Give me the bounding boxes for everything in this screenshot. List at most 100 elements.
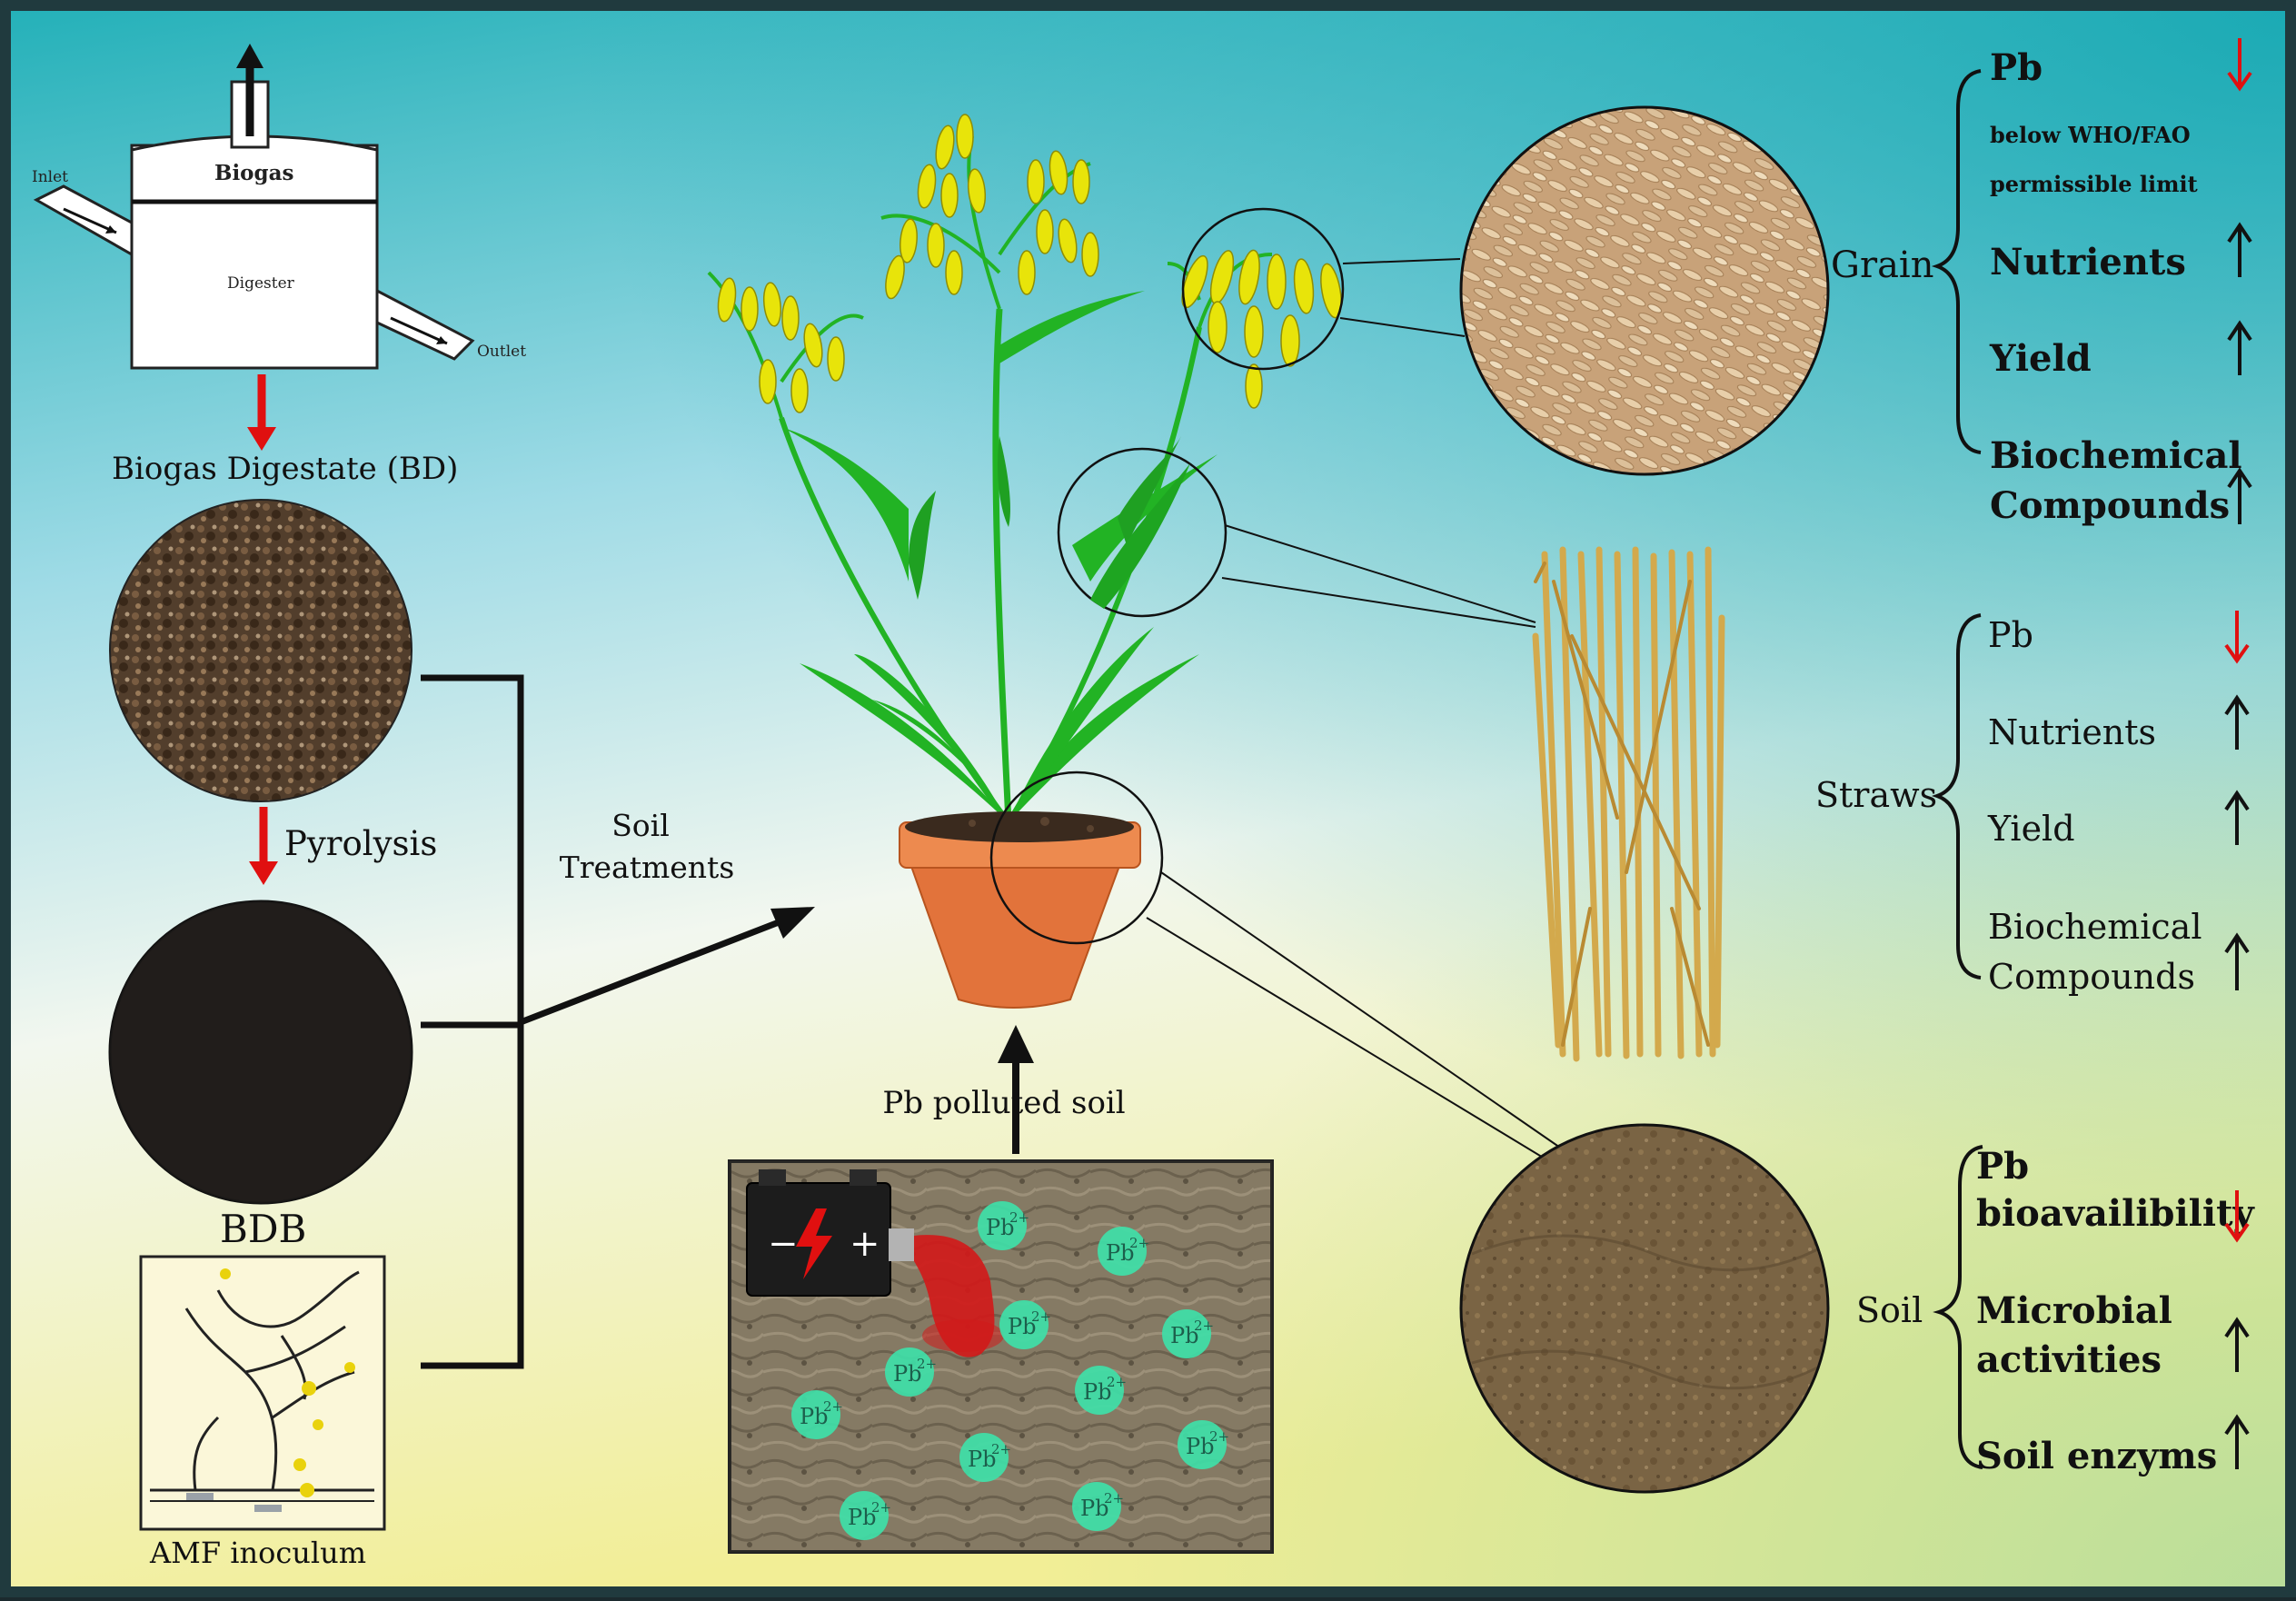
pb-ion-layer: Pb2+Pb2+Pb2+Pb2+Pb2+Pb2+Pb2+Pb2+Pb2+Pb2+… [791, 1201, 1229, 1540]
grain-results: Grain Pb below WHO/FAO permissible limit… [1831, 38, 2252, 527]
grain-pb-note-line2: permissible limit [1990, 171, 2198, 197]
gas-out-arrowhead [236, 44, 263, 68]
pb-ion-charge: 2+ [1194, 1318, 1214, 1334]
soil-microbial-increase-arrow-icon [2224, 1317, 2250, 1372]
soil-treatments-label-line1: Soil [611, 808, 670, 843]
svg-text:+: + [850, 1223, 880, 1265]
soil-photo [1459, 1123, 1830, 1494]
battery-icon: − + [746, 1169, 891, 1297]
pb-ion-label: Pb [1170, 1323, 1199, 1348]
soil-pb-line1: Pb [1976, 1145, 2029, 1188]
treatments-arrow-shaft [519, 914, 792, 1026]
pb-ion-charge: 2+ [1031, 1308, 1051, 1325]
inlet-pipe [33, 184, 134, 257]
acid-spill [889, 1228, 1004, 1357]
pb-ion-label: Pb [986, 1215, 1015, 1240]
grain-title: Grain [1831, 244, 1933, 286]
pb-ion-10: Pb2+ [840, 1491, 891, 1540]
biogas-label: Biogas [214, 161, 293, 185]
straws-biochem-increase-arrow-icon [2224, 932, 2250, 990]
soil-pb-decrease-arrow-icon [2224, 1190, 2250, 1243]
grain-nutrients: Nutrients [1990, 241, 2186, 283]
straws-pb-decrease-arrow-icon [2224, 611, 2250, 664]
pb-ion-charge: 2+ [1104, 1490, 1124, 1507]
straws-brace [1931, 613, 1982, 979]
soil-results: Soil Pb bioavailibility Microbial activi… [1856, 1145, 2256, 1477]
straws-yield-increase-arrow-icon [2224, 790, 2250, 845]
biogas-digester: Inlet Biogas Digester Outlet [32, 44, 526, 370]
straws-results: Straws Pb Nutrients Yield Biochemical Co… [1815, 611, 2250, 997]
grain-photo [1459, 105, 1830, 476]
soil-treatments-label-line2: Treatments [560, 850, 735, 885]
digestate-arrowhead [247, 427, 276, 451]
grain-yield: Yield [1989, 337, 2092, 380]
grain-nutrients-increase-arrow-icon [2227, 222, 2252, 277]
pb-polluted-soil-label: Pb polluted soil [882, 1085, 1125, 1121]
pb-ion-label: Pb [1008, 1314, 1037, 1339]
pb-ion-4: Pb2+ [1162, 1309, 1214, 1358]
flower-pot [899, 811, 1141, 1009]
grain-pb: Pb [1990, 46, 2043, 89]
soil-pb-line2: bioavailibility [1976, 1192, 2256, 1235]
pb-ion-charge: 2+ [823, 1398, 843, 1415]
digestate-photo [109, 499, 412, 802]
pb-ion-charge: 2+ [1209, 1428, 1229, 1445]
pb-ion-charge: 2+ [871, 1499, 891, 1516]
grain-biochem-increase-arrow-icon [2227, 467, 2252, 524]
pb-ion-label: Pb [1080, 1496, 1109, 1521]
magnifier-leaf [1057, 447, 1536, 628]
digester-label: Digester [227, 274, 295, 293]
straws-biochem-line2: Compounds [1988, 957, 2195, 997]
grain-biochem-line2: Compounds [1990, 484, 2230, 527]
pb-ion-charge: 2+ [917, 1356, 937, 1372]
pb-ion-charge: 2+ [1129, 1235, 1149, 1251]
pb-ion-9: Pb2+ [1178, 1420, 1229, 1469]
pyrolysis-label: Pyrolysis [284, 824, 437, 863]
soil-brace [1933, 1145, 1983, 1469]
pb-ion-charge: 2+ [991, 1441, 1011, 1457]
outlet-pipe [375, 288, 475, 361]
outlet-label: Outlet [477, 343, 526, 361]
polluted-soil-arrowhead [998, 1025, 1034, 1063]
straws-nutrients: Nutrients [1988, 712, 2156, 752]
soil-title: Soil [1856, 1290, 1923, 1330]
pb-ion-11: Pb2+ [1072, 1482, 1124, 1531]
grain-pb-decrease-arrow-icon [2227, 38, 2252, 92]
pb-ion-label: Pb [1186, 1434, 1215, 1459]
pb-ion-label: Pb [968, 1447, 997, 1472]
grain-pb-note-line1: below WHO/FAO [1990, 122, 2191, 148]
pb-ion-6: Pb2+ [1075, 1366, 1127, 1415]
pb-ion-label: Pb [848, 1505, 877, 1530]
amf-inoculum-illustration [139, 1255, 386, 1531]
pb-ion-label: Pb [1106, 1240, 1135, 1266]
soil-enzymes-increase-arrow-icon [2224, 1414, 2250, 1469]
straws-pb: Pb [1988, 615, 2033, 655]
svg-text:−: − [768, 1223, 799, 1265]
straws-biochem-line1: Biochemical [1988, 907, 2202, 947]
oat-plant [707, 114, 1342, 824]
soil-microbial-line2: activities [1976, 1338, 2162, 1381]
straw-bundle-photo [1532, 546, 1725, 1062]
biogas-digestate-label: Biogas Digestate (BD) [112, 451, 458, 487]
magnifier-soil [989, 771, 1564, 1159]
treatments-arrowhead [770, 907, 815, 939]
grain-brace [1931, 69, 1982, 454]
pb-ion-7: Pb2+ [791, 1390, 843, 1439]
pb-ion-8: Pb2+ [959, 1433, 1011, 1482]
straws-yield: Yield [1987, 809, 2075, 849]
pb-ion-label: Pb [800, 1404, 829, 1429]
soil-enzymes: Soil enzyms [1976, 1435, 2217, 1477]
pb-ion-3: Pb2+ [999, 1300, 1051, 1349]
pb-ion-charge: 2+ [1107, 1374, 1127, 1390]
soil-microbial-line1: Microbial [1976, 1289, 2172, 1332]
pb-ion-label: Pb [893, 1361, 922, 1387]
amf-inoculum-label: AMF inoculum [149, 1536, 366, 1570]
pb-ion-label: Pb [1083, 1379, 1112, 1405]
grain-yield-increase-arrow-icon [2227, 320, 2252, 375]
inlet-label: Inlet [32, 168, 68, 186]
magnifier-spikelets [1181, 207, 1466, 371]
pyrolysis-arrowhead [249, 861, 278, 885]
